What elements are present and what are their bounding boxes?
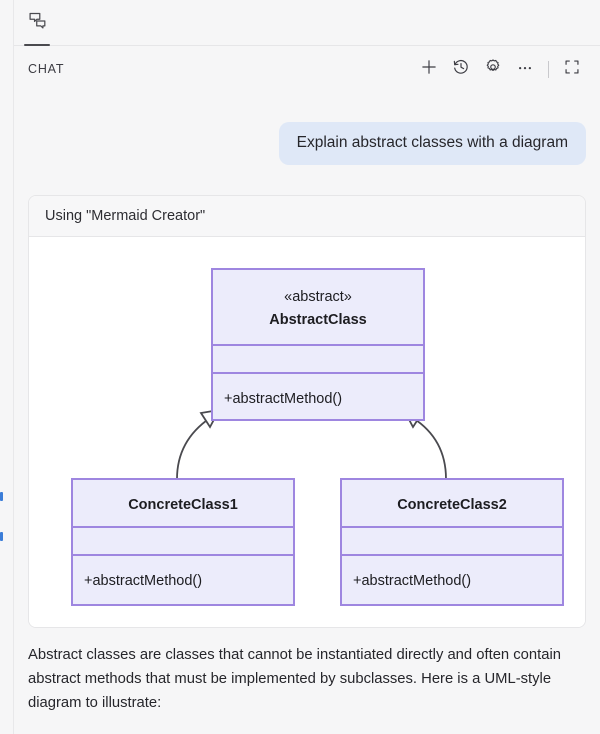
chat-bubble-icon [28,11,47,35]
abstract-class-method-0: +abstractMethod() [224,391,342,407]
user-message-bubble: Explain abstract classes with a diagram [278,122,586,165]
concrete-class-1-name: ConcreteClass1 [128,497,238,513]
tab-chat[interactable] [14,0,60,46]
rail-marker-2 [0,532,3,541]
rail-marker-1 [0,492,3,501]
settings-button[interactable] [479,55,507,83]
gear-icon [484,58,502,81]
concrete-class-1-box [71,477,295,606]
concrete-class-2-name: ConcreteClass2 [397,497,507,513]
conversation-area: Explain abstract classes with a diagram … [0,92,600,734]
inheritance-edge-1 [176,417,211,479]
uml-class-concrete-class-1[interactable]: ConcreteClass1 +abstractMethod() [71,477,295,606]
concrete-class-2-box [340,477,564,606]
concrete-class-2-method-0: +abstractMethod() [353,573,471,589]
tab-active-indicator [24,43,50,46]
user-message-row: Explain abstract classes with a diagram [28,92,586,165]
more-actions-button[interactable] [511,55,539,83]
plus-icon [420,58,438,81]
concrete-class-1-method-0: +abstractMethod() [84,573,202,589]
history-clock-icon [452,58,470,81]
maximize-button[interactable] [558,55,586,83]
new-chat-button[interactable] [415,55,443,83]
uml-class-concrete-class-2[interactable]: ConcreteClass2 +abstractMethod() [340,477,564,606]
tool-invocation-card: Using "Mermaid Creator" «abstract» [28,194,586,628]
tool-card-title: Using "Mermaid Creator" [29,195,585,237]
expand-icon [563,58,581,81]
abstract-class-stereotype: «abstract» [284,289,352,305]
inheritance-edge-2 [412,417,447,479]
history-button[interactable] [447,55,475,83]
uml-class-diagram: «abstract» AbstractClass +abstractMethod… [71,267,564,606]
panel-header: CHAT [0,46,600,92]
header-divider [548,60,549,78]
assistant-answer-text: Abstract classes are classes that cannot… [28,646,561,711]
page-title: CHAT [28,62,65,76]
activity-rail [0,0,14,734]
abstract-class-name: AbstractClass [269,312,367,328]
ellipsis-icon [516,58,534,81]
header-actions [415,55,586,83]
tab-strip [0,0,600,46]
uml-class-abstract-class[interactable]: «abstract» AbstractClass +abstractMethod… [211,267,425,421]
diagram-container[interactable]: «abstract» AbstractClass +abstractMethod… [29,236,585,627]
